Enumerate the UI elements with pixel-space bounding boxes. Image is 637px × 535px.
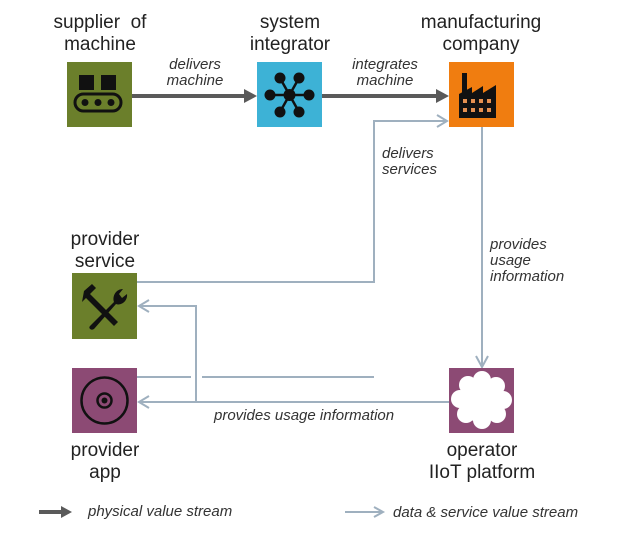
edge-label-line: delivers (169, 56, 221, 73)
manufacturer-node[interactable] (449, 62, 514, 127)
app-node[interactable] (72, 368, 137, 433)
edge-label-delivers-machine: delivers machine (150, 57, 240, 89)
manufacturer-label-line2: company (442, 34, 520, 55)
integrator-label-line1: system (259, 12, 321, 33)
platform-label: operator IIoT platform (412, 440, 552, 484)
edge-label-line: information (490, 268, 565, 285)
arrowhead-integrator (244, 89, 257, 103)
target-disc-icon (80, 376, 129, 425)
cloud-icon (451, 371, 512, 429)
edge-label-line: integrates (352, 56, 418, 73)
edge-label-integrates-machine: integrates machine (340, 57, 430, 89)
legend-physical-arrow (39, 506, 72, 518)
edge-label-line: delivers (382, 145, 434, 162)
legend-physical-label: physical value stream (88, 503, 233, 520)
edge-label-line: machine (166, 72, 224, 89)
app-label-line2: app (89, 462, 121, 483)
edge-label-line: services (382, 161, 438, 178)
legend-data-arrow (345, 506, 386, 518)
arrowhead-manufacturer-physical (436, 89, 449, 103)
supplier-node[interactable] (67, 62, 132, 127)
integrator-label: system integrator (220, 12, 360, 56)
service-label-line2: service (74, 251, 136, 272)
service-label-line1: provider (70, 229, 140, 250)
manufacturer-label-line1: manufacturing (420, 12, 542, 33)
arrowhead-app (137, 395, 150, 409)
supplier-label-line1: supplier of (53, 12, 147, 33)
platform-label-line1: operator (446, 440, 518, 461)
physical-stream-lines (132, 89, 449, 103)
app-label: provider app (50, 440, 160, 484)
integrator-label-line2: integrator (249, 34, 331, 55)
legend-data-label: data & service value stream (393, 504, 579, 521)
arrowhead-service (137, 299, 150, 313)
supplier-label: supplier of machine (30, 12, 170, 56)
factory-icon (459, 73, 496, 118)
platform-node[interactable] (449, 368, 514, 433)
edge-platform-to-service (140, 305, 197, 402)
data-stream-lines (137, 114, 489, 409)
arrowhead-manufacturer (436, 114, 449, 128)
edge-label-line: usage (490, 252, 531, 269)
edge-label-provides-usage-vertical: provides usage information (490, 237, 564, 285)
service-node[interactable] (72, 273, 137, 339)
supplier-label-line2: machine (64, 34, 136, 55)
service-label: provider service (50, 229, 160, 273)
edge-label-provides-usage-horizontal: provides usage information (214, 407, 395, 424)
manufacturer-label: manufacturing company (406, 12, 556, 56)
platform-label-line2: IIoT platform (428, 462, 536, 483)
edge-service-to-manufacturer (137, 120, 446, 283)
arrowhead-platform (475, 355, 489, 370)
hammer-wrench-icon (82, 284, 128, 330)
edge-label-line: machine (356, 72, 414, 89)
edge-label-delivers-services: delivers services (382, 146, 437, 178)
app-label-line1: provider (70, 440, 140, 461)
integrator-node[interactable] (257, 62, 322, 127)
network-hub-icon (264, 72, 315, 118)
conveyor-belt-icon (73, 75, 123, 113)
edge-label-line: provides (490, 236, 547, 253)
